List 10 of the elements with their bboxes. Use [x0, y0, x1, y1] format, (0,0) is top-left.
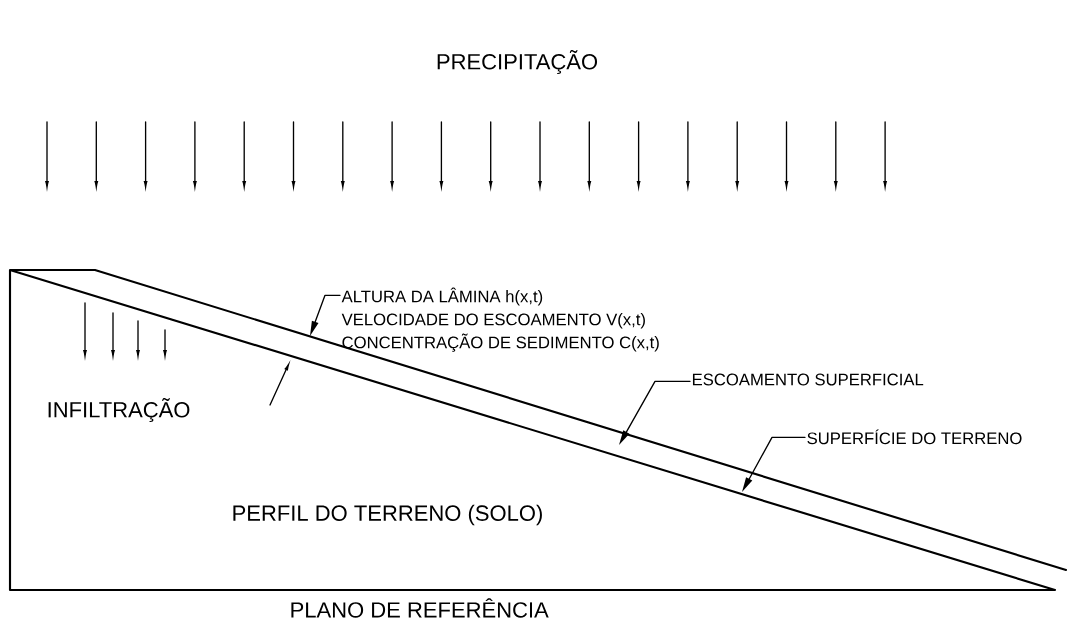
- callout-text: SUPERFÍCIE DO TERRENO: [807, 429, 1022, 445]
- label-text: PLANO DE REFERÊNCIA: [291, 598, 549, 618]
- callout-text: ESCOAMENTO SUPERFICIAL: [692, 373, 924, 386]
- leader-line: [742, 436, 806, 492]
- callout-text: ALTURA DA LÂMINA h(x,t) VELOCIDADE DO ESCOAMENTO V(x,t) CONCENTRAÇÃO DE SEDIMENTO C(x,t): [341, 287, 659, 352]
- leader-line: [310, 294, 341, 336]
- label-text: PRECIPITAÇÃO: [437, 50, 598, 74]
- label-text: PERFIL DO TERRENO (SOLO): [233, 504, 542, 526]
- label-text: INFILTRAÇÃO: [48, 398, 190, 422]
- leader-line: [619, 380, 691, 445]
